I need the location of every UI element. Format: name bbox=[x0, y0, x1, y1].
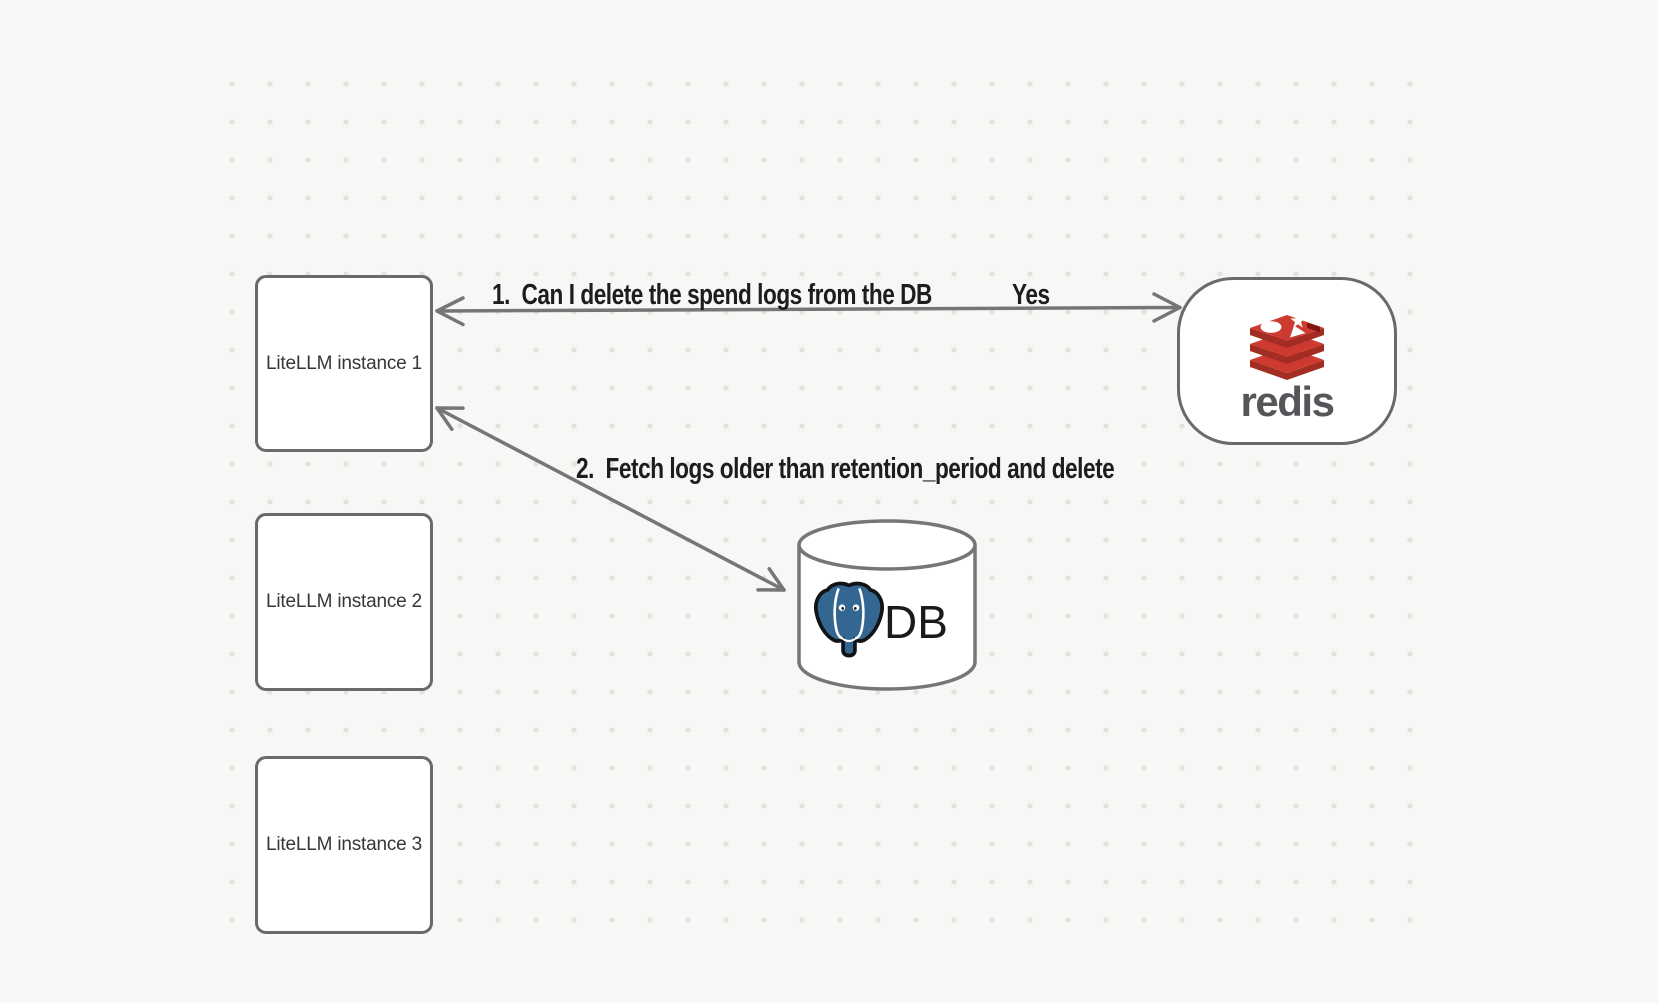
node-litellm-instance-1-label: LiteLLM instance 1 bbox=[266, 352, 422, 374]
node-database-cylinder[interactable]: DB bbox=[795, 515, 979, 691]
node-litellm-instance-1[interactable]: LiteLLM instance 1 bbox=[255, 275, 433, 452]
edge-query-label: 1. Can I delete the spend logs from the … bbox=[492, 279, 932, 311]
postgresql-elephant-icon bbox=[814, 581, 884, 658]
edge-query-response-label: Yes bbox=[1012, 279, 1050, 311]
node-litellm-instance-3[interactable]: LiteLLM instance 3 bbox=[255, 756, 433, 934]
edge-fetch-line bbox=[435, 406, 786, 592]
node-litellm-instance-2-label: LiteLLM instance 2 bbox=[266, 591, 422, 612]
node-redis[interactable]: redis bbox=[1177, 277, 1397, 445]
redis-wordmark: redis bbox=[1240, 378, 1335, 425]
edge-fetch-arrowhead-top bbox=[435, 406, 465, 432]
redis-logo-icon bbox=[1250, 313, 1324, 380]
edge-fetch-label: 2. Fetch logs older than retention_perio… bbox=[576, 453, 1115, 485]
db-label: DB bbox=[884, 596, 948, 648]
edge-query-line bbox=[435, 305, 1182, 313]
edge-query-arrowhead-right bbox=[1152, 292, 1182, 323]
node-litellm-instance-3-label: LiteLLM instance 3 bbox=[266, 834, 422, 855]
edge-query-arrowhead-left bbox=[435, 296, 465, 327]
edge-fetch-arrowhead-bottom bbox=[756, 566, 786, 592]
node-litellm-instance-2[interactable]: LiteLLM instance 2 bbox=[255, 513, 433, 691]
